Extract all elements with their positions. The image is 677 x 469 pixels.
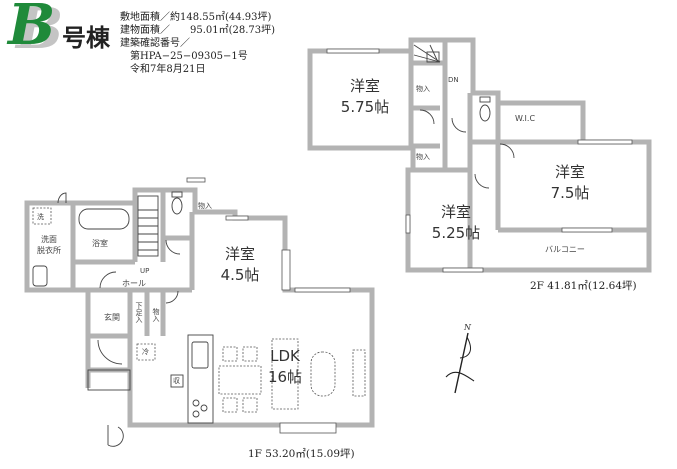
washer-space bbox=[32, 207, 52, 225]
room-size: 5.25帖 bbox=[431, 224, 481, 242]
pantry-label: 収 bbox=[173, 377, 180, 385]
room-size: 7.5帖 bbox=[550, 184, 590, 202]
floor-2-walls bbox=[307, 37, 652, 273]
wic-label: W.I.C bbox=[515, 114, 536, 123]
kitchen-counter bbox=[187, 334, 214, 424]
info-line-1: 敷地面積／約148.55㎡(44.93坪) bbox=[120, 12, 272, 23]
room-name: 洋室 bbox=[554, 163, 585, 181]
washbasin bbox=[32, 265, 48, 287]
building-suffix: 号棟 bbox=[62, 23, 110, 52]
bathtub bbox=[78, 208, 130, 230]
floor-1-area: 1F 53.20㎡(15.09坪) bbox=[248, 448, 355, 460]
entrance-label: 玄関 bbox=[104, 313, 120, 322]
room-name: 洋室 bbox=[440, 203, 471, 221]
info-line-2: 建物面積／ 95.01㎡(28.73坪) bbox=[120, 25, 276, 36]
room-western-525: 洋室 5.25帖 bbox=[416, 202, 496, 244]
north-compass: N bbox=[440, 323, 490, 395]
hall-label: ホール bbox=[122, 279, 146, 288]
room-western-75: 洋室 7.5帖 bbox=[530, 162, 610, 204]
washer-label: 洗 bbox=[37, 213, 44, 221]
compass-north-label: N bbox=[464, 323, 471, 332]
floor-2-area: 2F 41.81㎡(12.64坪) bbox=[530, 280, 637, 292]
shoe-box-label: 下足入 bbox=[135, 302, 143, 323]
room-western-45: 洋室 4.5帖 bbox=[200, 244, 280, 286]
room-name: 洋室 bbox=[224, 245, 255, 263]
floor-1-walls bbox=[24, 187, 375, 428]
toilet-2f bbox=[479, 96, 491, 122]
dining-furniture bbox=[218, 338, 366, 413]
balcony-label: バルコニー bbox=[545, 245, 585, 254]
storage-label-2f-a: 物入 bbox=[416, 85, 430, 93]
bath-label: 浴室 bbox=[92, 239, 108, 248]
washroom-label: 洗面 脱衣所 bbox=[37, 235, 61, 255]
room-name: 洋室 bbox=[349, 77, 380, 95]
room-size: 4.5帖 bbox=[220, 266, 260, 284]
compass-arrow-icon bbox=[445, 332, 475, 394]
info-line-4: 第HPA−25−09305−1号 bbox=[120, 51, 248, 62]
building-logo: B B bbox=[4, 0, 74, 62]
stairs-1f bbox=[137, 195, 159, 257]
room-ldk: LDK 16帖 bbox=[245, 346, 325, 388]
fridge-label: 冷 bbox=[142, 348, 149, 356]
info-line-5: 令和7年8月21日 bbox=[120, 64, 206, 75]
info-line-3: 建築確認番号／ bbox=[120, 38, 190, 49]
porch bbox=[87, 369, 131, 391]
fridge-space bbox=[136, 343, 156, 361]
hall-up-label: UP bbox=[140, 267, 150, 275]
pantry-box bbox=[170, 374, 184, 388]
logo-letter-shadow: B bbox=[16, 0, 64, 62]
storage-label-hall: 物入 bbox=[152, 308, 160, 322]
room-western-575: 洋室 5.75帖 bbox=[325, 76, 405, 118]
room-name: LDK bbox=[270, 347, 300, 365]
storage-label-1f: 物入 bbox=[198, 202, 212, 210]
stair-dn-label: DN bbox=[448, 76, 459, 84]
room-size: 5.75帖 bbox=[340, 98, 390, 116]
toilet-1f bbox=[171, 191, 183, 215]
stairs-2f bbox=[413, 44, 441, 63]
storage-label-2f-b: 物入 bbox=[416, 153, 430, 161]
logo-letter: B bbox=[8, 0, 56, 58]
room-size: 16帖 bbox=[267, 368, 303, 386]
